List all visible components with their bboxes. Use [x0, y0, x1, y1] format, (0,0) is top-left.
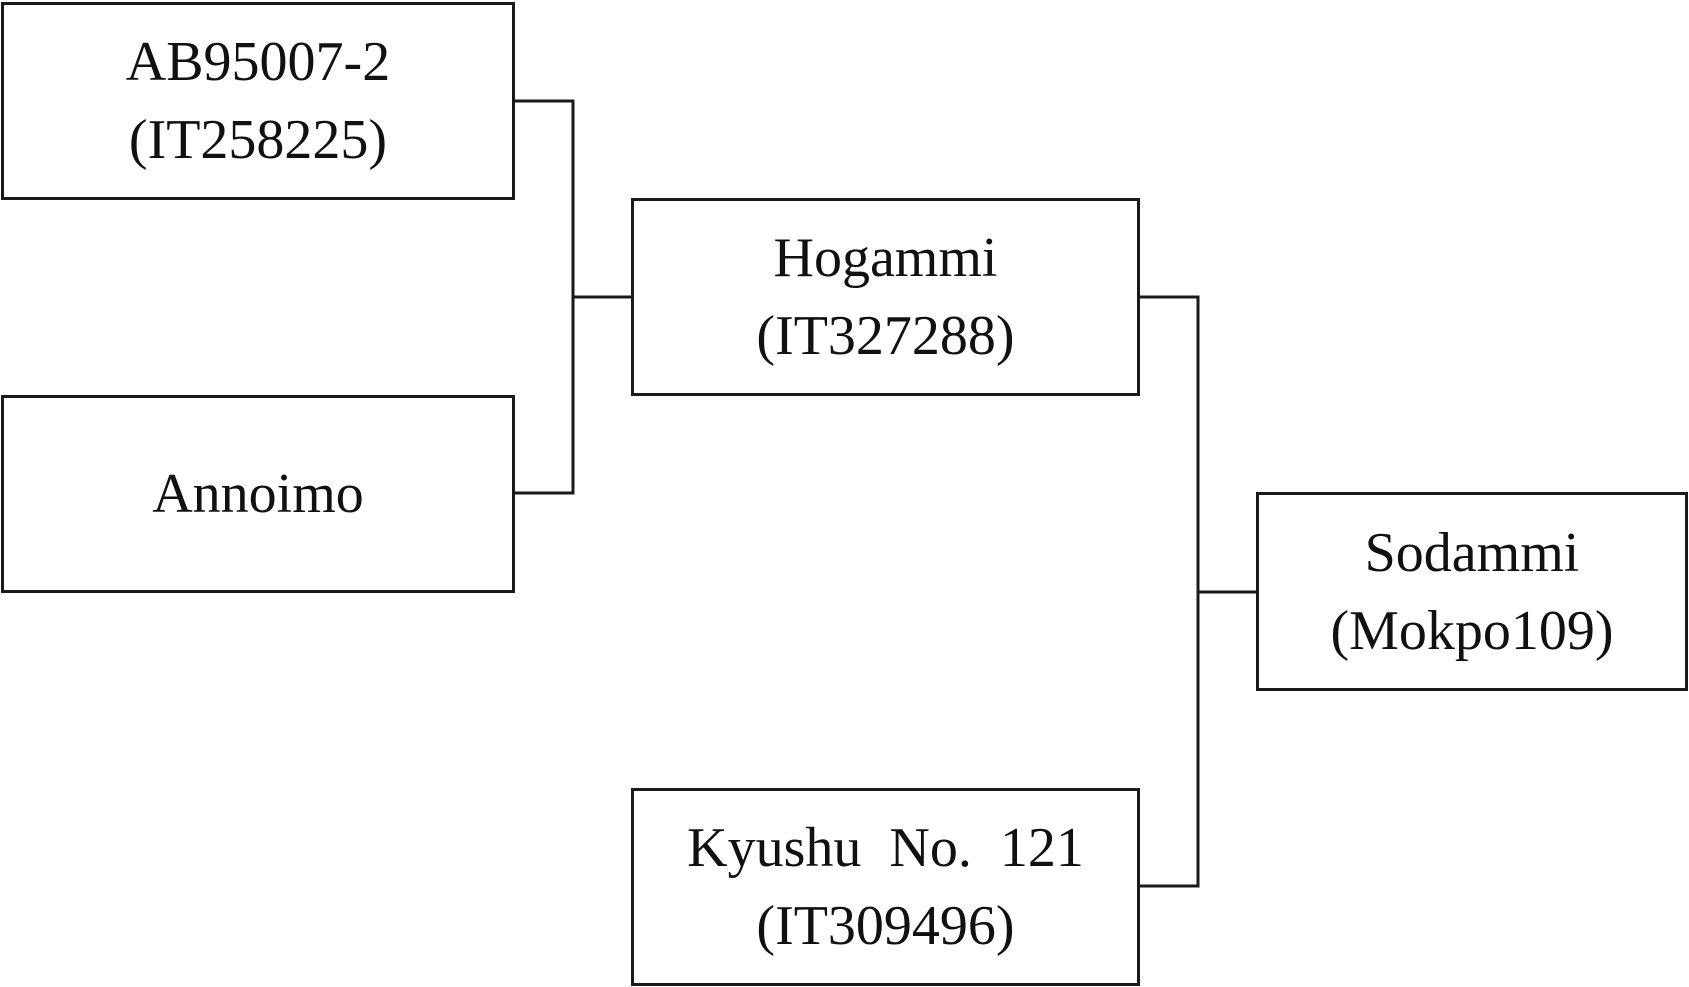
node-name: AB95007-2: [125, 31, 391, 93]
connector-hogammi-to-sodammi: [1139, 295, 1257, 594]
node-kyushu-no-121: Kyushu No. 121 (IT309496): [631, 788, 1140, 986]
node-accession-code: (IT309496): [756, 895, 1015, 957]
node-sodammi: Sodammi (Mokpo109): [1256, 492, 1688, 691]
connector-ab95007-to-hogammi: [514, 99, 632, 299]
connector-kyushu-to-sodammi: [1139, 592, 1200, 888]
node-hogammi: Hogammi (IT327288): [631, 198, 1140, 396]
node-accession-code: (IT327288): [756, 305, 1015, 367]
node-accession-code: (Mokpo109): [1330, 599, 1614, 662]
node-annoimo: Annoimo: [1, 395, 515, 593]
node-name: Hogammi: [773, 227, 998, 289]
node-accession-code: (IT258225): [128, 109, 388, 171]
connector-annoimo-to-hogammi: [514, 297, 575, 495]
node-name: Sodammi: [1364, 521, 1580, 584]
node-ab95007-2: AB95007-2 (IT258225): [1, 2, 515, 200]
node-name: Kyushu No. 121: [687, 817, 1084, 879]
node-name: Annoimo: [152, 463, 364, 525]
